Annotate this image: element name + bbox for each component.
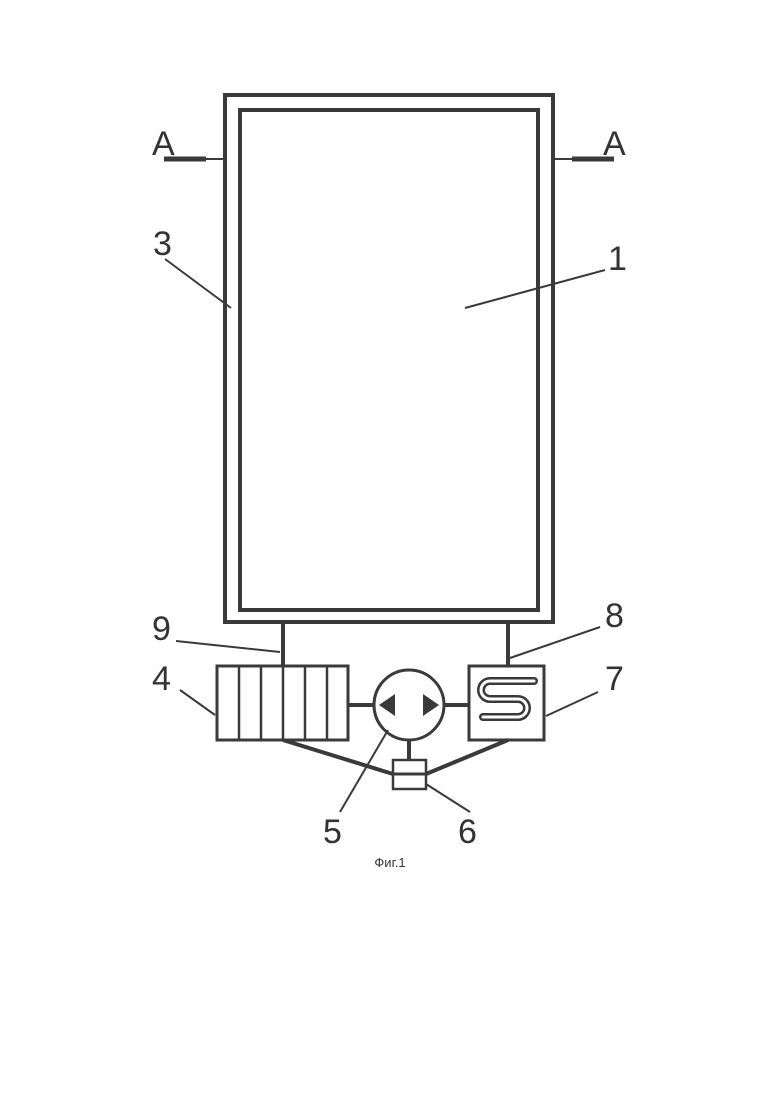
label-1: 1 [608,240,627,278]
label-5: 5 [323,813,342,851]
leader-1 [465,270,605,308]
label-9: 9 [152,610,171,648]
leader-7 [546,692,598,716]
label-3: 3 [153,225,172,263]
leader-8 [510,627,600,658]
radiator-unit-4 [217,666,348,740]
leader-3 [165,259,231,308]
label-8: 8 [605,597,624,635]
pump-unit-5 [374,670,444,740]
pipe-heater-valve [426,740,508,774]
section-label-left: А [152,125,175,163]
label-6: 6 [458,813,477,851]
leader-6 [426,784,470,812]
section-label-right: А [603,125,626,163]
heater-unit-7 [469,666,544,740]
inner-chamber [240,110,538,610]
label-7: 7 [605,660,624,698]
leader-9 [176,641,280,652]
outer-housing [225,95,553,622]
figure-caption: Фиг.1 [374,855,405,870]
label-4: 4 [152,660,171,698]
pipe-radiator-valve [283,740,393,774]
valve-unit-6 [393,760,426,789]
leader-4 [180,690,215,715]
